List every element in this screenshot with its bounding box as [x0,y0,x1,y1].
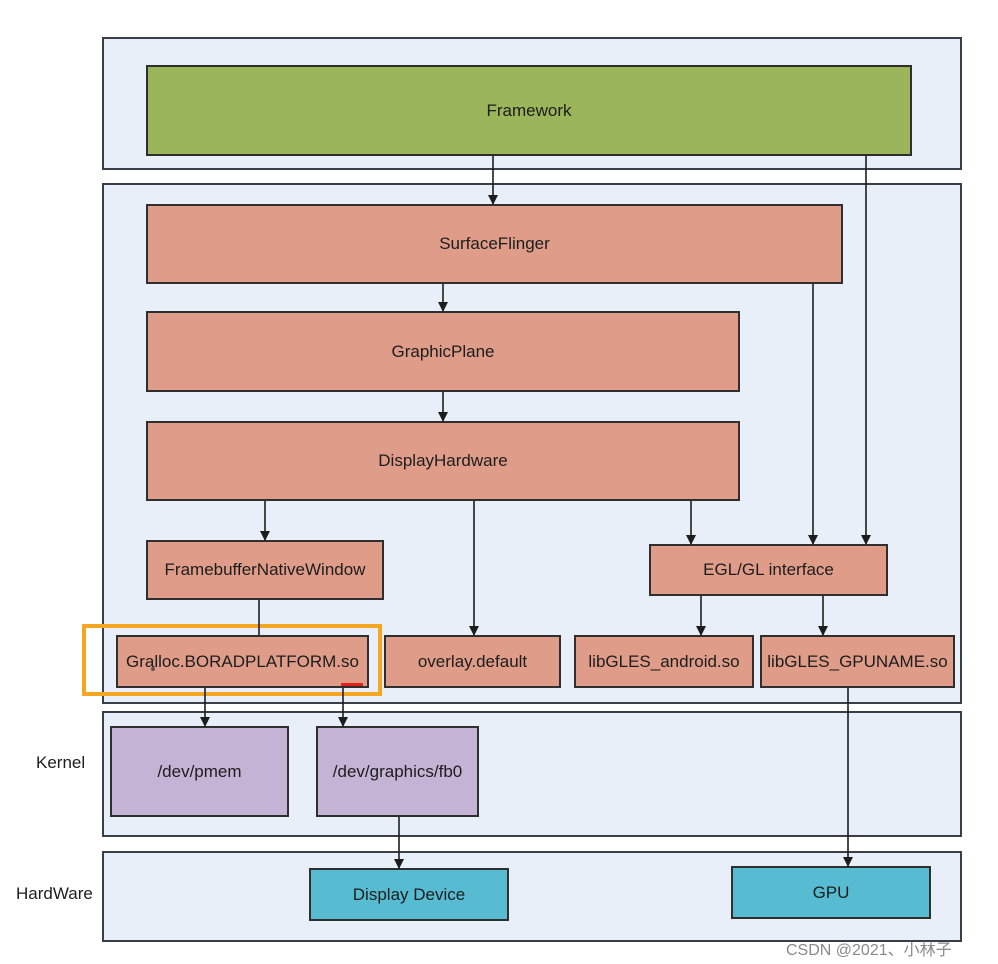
framework-box: Framework [146,65,912,156]
annotation-underline [341,683,363,686]
surfaceflinger-box: SurfaceFlinger [146,204,843,284]
displayhardware-box: DisplayHardware [146,421,740,501]
gpu-box: GPU [731,866,931,919]
watermark-text: CSDN @2021、小林子 [786,942,952,959]
overlay-default-box: overlay.default [384,635,561,688]
egl-gl-interface-box: EGL/GL interface [649,544,888,596]
dev-graphics-fb0-box: /dev/graphics/fb0 [316,726,479,817]
display-device-box: Display Device [309,868,509,921]
dev-pmem-box: /dev/pmem [110,726,289,817]
libgles-gpuname-box: libGLES_GPUNAME.so [760,635,955,688]
hardware-layer-label: HardWare [16,884,93,903]
gralloc-highlight-frame [82,624,382,696]
gralloc-box: Gralloc.BORADPLATFORM.so [116,635,369,688]
framebuffer-native-window-box: FramebufferNativeWindow [146,540,384,600]
graphicplane-box: GraphicPlane [146,311,740,392]
kernel-layer-label: Kernel [36,753,86,772]
libgles-android-box: libGLES_android.so [574,635,754,688]
cursor-dot [151,667,155,671]
